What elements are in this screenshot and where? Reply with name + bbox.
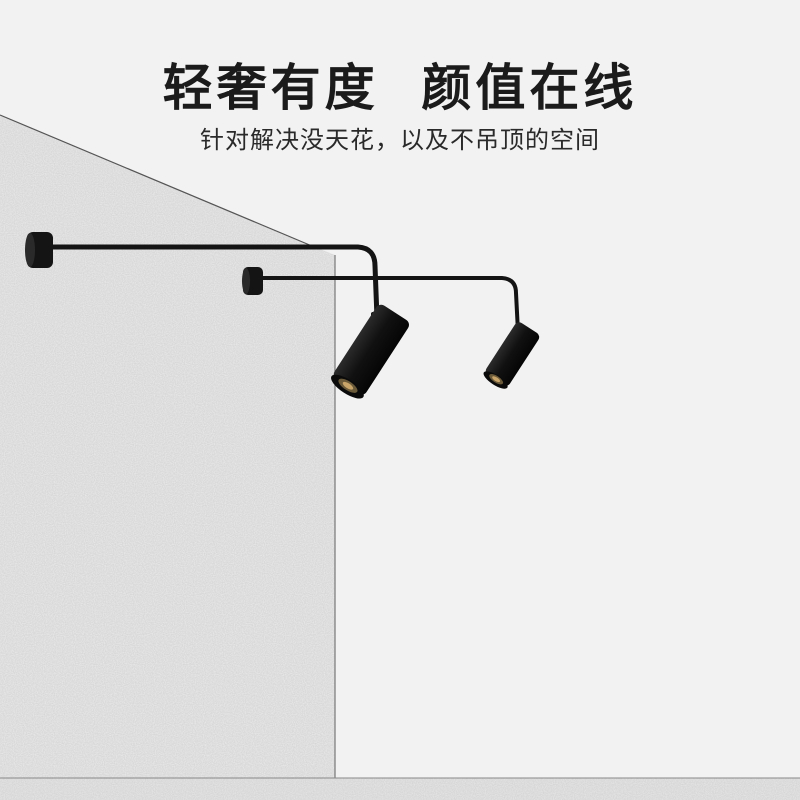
page-title: 轻奢有度 颜值在线: [162, 59, 638, 117]
floor-strip: [0, 777, 800, 800]
page-subtitle: 针对解决没天花，以及不吊顶的空间: [200, 126, 600, 154]
wall-spotlight-small: [242, 267, 540, 389]
wall-spotlight-large: [25, 232, 409, 399]
